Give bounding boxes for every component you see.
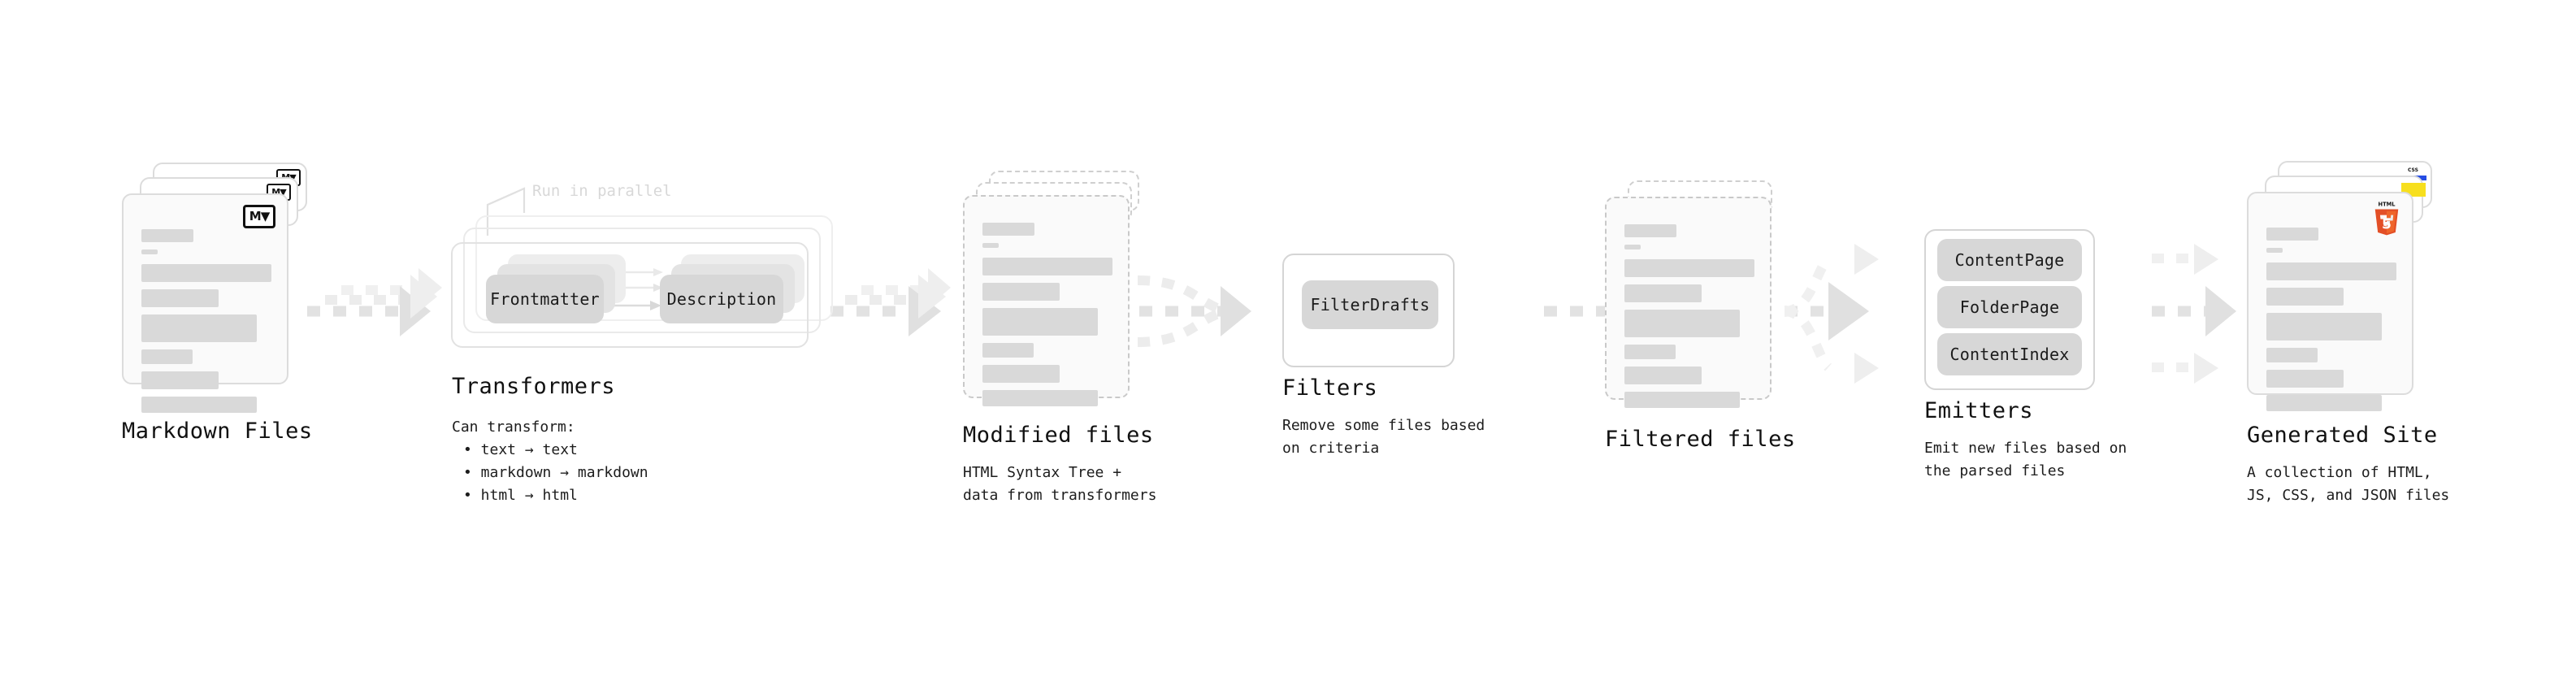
transformers-frame-front	[451, 242, 809, 348]
markdown-files-title: Markdown Files	[122, 419, 313, 444]
generated-site-title: Generated Site	[2247, 423, 2438, 448]
filters-title: Filters	[1282, 375, 1378, 401]
html5-badge: HTML 5	[2374, 202, 2399, 236]
transformers-intro: Can transform:	[452, 419, 575, 436]
arrow-transformers-to-modified	[830, 268, 951, 336]
transformers-title: Transformers	[452, 374, 616, 399]
run-in-parallel-label: Run in parallel	[532, 182, 672, 200]
modified-placeholder-lines	[982, 223, 1112, 414]
folderpage-chip[interactable]: FolderPage	[1937, 286, 2082, 328]
modified-files-subtitle: HTML Syntax Tree + data from transformer…	[963, 464, 1157, 504]
generated-site-subtitle: A collection of HTML, JS, CSS, and JSON …	[2247, 464, 2450, 504]
modified-files-title: Modified files	[963, 423, 1154, 448]
contentindex-chip[interactable]: ContentIndex	[1937, 333, 2082, 375]
filtered-files-title: Filtered files	[1605, 427, 1796, 452]
modified-card-front	[963, 195, 1130, 406]
transformer-bullet-0: • text → text	[463, 441, 578, 458]
arrow-md-to-transformers	[307, 268, 442, 336]
markdown-badge-front: M▼	[243, 205, 275, 228]
transformer-bullet-2: • html → html	[463, 486, 578, 504]
site-card-front: HTML 5	[2247, 192, 2413, 411]
filtered-placeholder-lines	[1624, 224, 1754, 415]
transformers-frame-back	[475, 215, 833, 321]
site-placeholder-lines	[2266, 228, 2396, 419]
svg-text:HTML: HTML	[2379, 202, 2396, 208]
frontmatter-chip[interactable]: Frontmatter	[486, 275, 604, 323]
markdown-placeholder-lines	[141, 229, 271, 420]
contentpage-chip[interactable]: ContentPage	[1937, 239, 2082, 281]
arrow-modified-to-filters	[1137, 275, 1251, 347]
css-badge-label: CSS	[2408, 167, 2418, 173]
svg-text:5: 5	[2382, 216, 2392, 232]
description-chip[interactable]: Description	[660, 275, 783, 323]
arrow-emitters-to-site	[2152, 244, 2236, 384]
transformers-frame-mid	[463, 228, 821, 333]
filterdrafts-chip[interactable]: FilterDrafts	[1302, 280, 1438, 329]
transformers-bullets: • text → text • markdown → markdown • ht…	[463, 439, 648, 507]
markdown-card-front: M▼	[122, 193, 288, 413]
filtered-card-front	[1605, 197, 1772, 408]
emitters-title: Emitters	[1924, 398, 2034, 423]
transformer-bullet-1: • markdown → markdown	[463, 463, 648, 481]
filters-subtitle: Remove some files based on criteria	[1282, 417, 1485, 457]
emitters-subtitle: Emit new files based on the parsed files	[1924, 440, 2127, 479]
